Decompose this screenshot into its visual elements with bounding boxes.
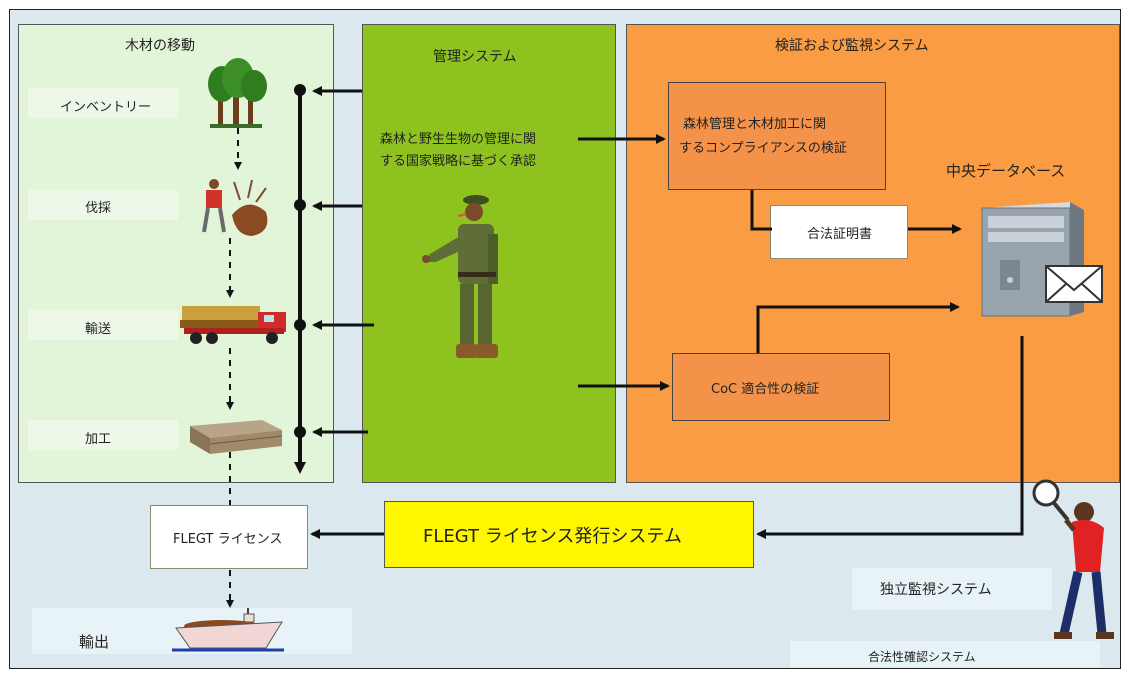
cargo-boat-icon	[172, 608, 284, 652]
bus-arrow-head	[294, 462, 306, 474]
db-to-flegt-system-arrow	[756, 336, 1024, 539]
lumber-stack-icon	[190, 420, 283, 454]
stage-label-strip	[28, 420, 178, 450]
compliance-text-line1: 森林管理と木材加工に関	[683, 117, 827, 132]
stage-label-strip	[28, 190, 178, 220]
stage-export: 輸出	[79, 633, 110, 651]
flegt-license-scroll: FLEGT ライセンス	[150, 505, 308, 569]
bus-node	[294, 199, 306, 211]
official-figure-icon	[422, 195, 498, 358]
envelope-icon	[1045, 265, 1103, 303]
legality-assurance-system-label: 合法性確認システム	[868, 650, 976, 664]
flegt-issuance-system-box: FLEGT ライセンス発行システム	[384, 501, 754, 568]
stage-felling: 伐採	[85, 201, 112, 216]
stage-transport: 輸送	[85, 322, 112, 337]
independent-monitoring-label: 独立監視システム	[880, 582, 992, 598]
compliance-verification-box: 森林管理と木材加工に関 するコンプライアンスの検証	[668, 82, 886, 190]
highlight-strip	[852, 568, 1052, 610]
trees-icon	[208, 58, 267, 128]
approval-text-line2: する国家戦略に基づく承認	[380, 154, 537, 169]
legality-certificate-scroll: 合法証明書	[770, 205, 908, 259]
verification-system-title: 検証および監視システム	[775, 38, 929, 54]
management-system-title: 管理システム	[433, 49, 517, 65]
bus-node	[294, 84, 306, 96]
approval-text-line1: 森林と野生生物の管理に関	[380, 132, 537, 147]
flegt-license-text: FLEGT ライセンス	[173, 532, 283, 547]
wood-movement-title: 木材の移動	[125, 38, 195, 54]
bus-node	[294, 426, 306, 438]
compliance-to-certificate-line	[750, 190, 772, 231]
flegt-issuance-system-text: FLEGT ライセンス発行システム	[423, 526, 682, 547]
logger-icon	[202, 179, 268, 236]
stage-processing: 加工	[85, 432, 112, 447]
bus-node	[294, 319, 306, 331]
coc-verification-box: CoC 適合性の検証	[672, 353, 890, 421]
stage-inventory: インベントリー	[60, 100, 152, 115]
inspector-with-magnifier-icon	[1032, 479, 1114, 639]
compliance-text-line2: するコンプライアンスの検証	[679, 141, 847, 156]
stage-label-strip	[28, 310, 178, 340]
highlight-strip	[790, 641, 1100, 667]
stage-label-strip	[28, 88, 178, 118]
central-database-label: 中央データベース	[946, 162, 1066, 180]
coc-verification-text: CoC 適合性の検証	[711, 382, 820, 397]
logging-truck-icon	[180, 306, 286, 344]
coc-to-db-arrow	[756, 302, 960, 353]
legality-certificate-text: 合法証明書	[807, 227, 873, 242]
